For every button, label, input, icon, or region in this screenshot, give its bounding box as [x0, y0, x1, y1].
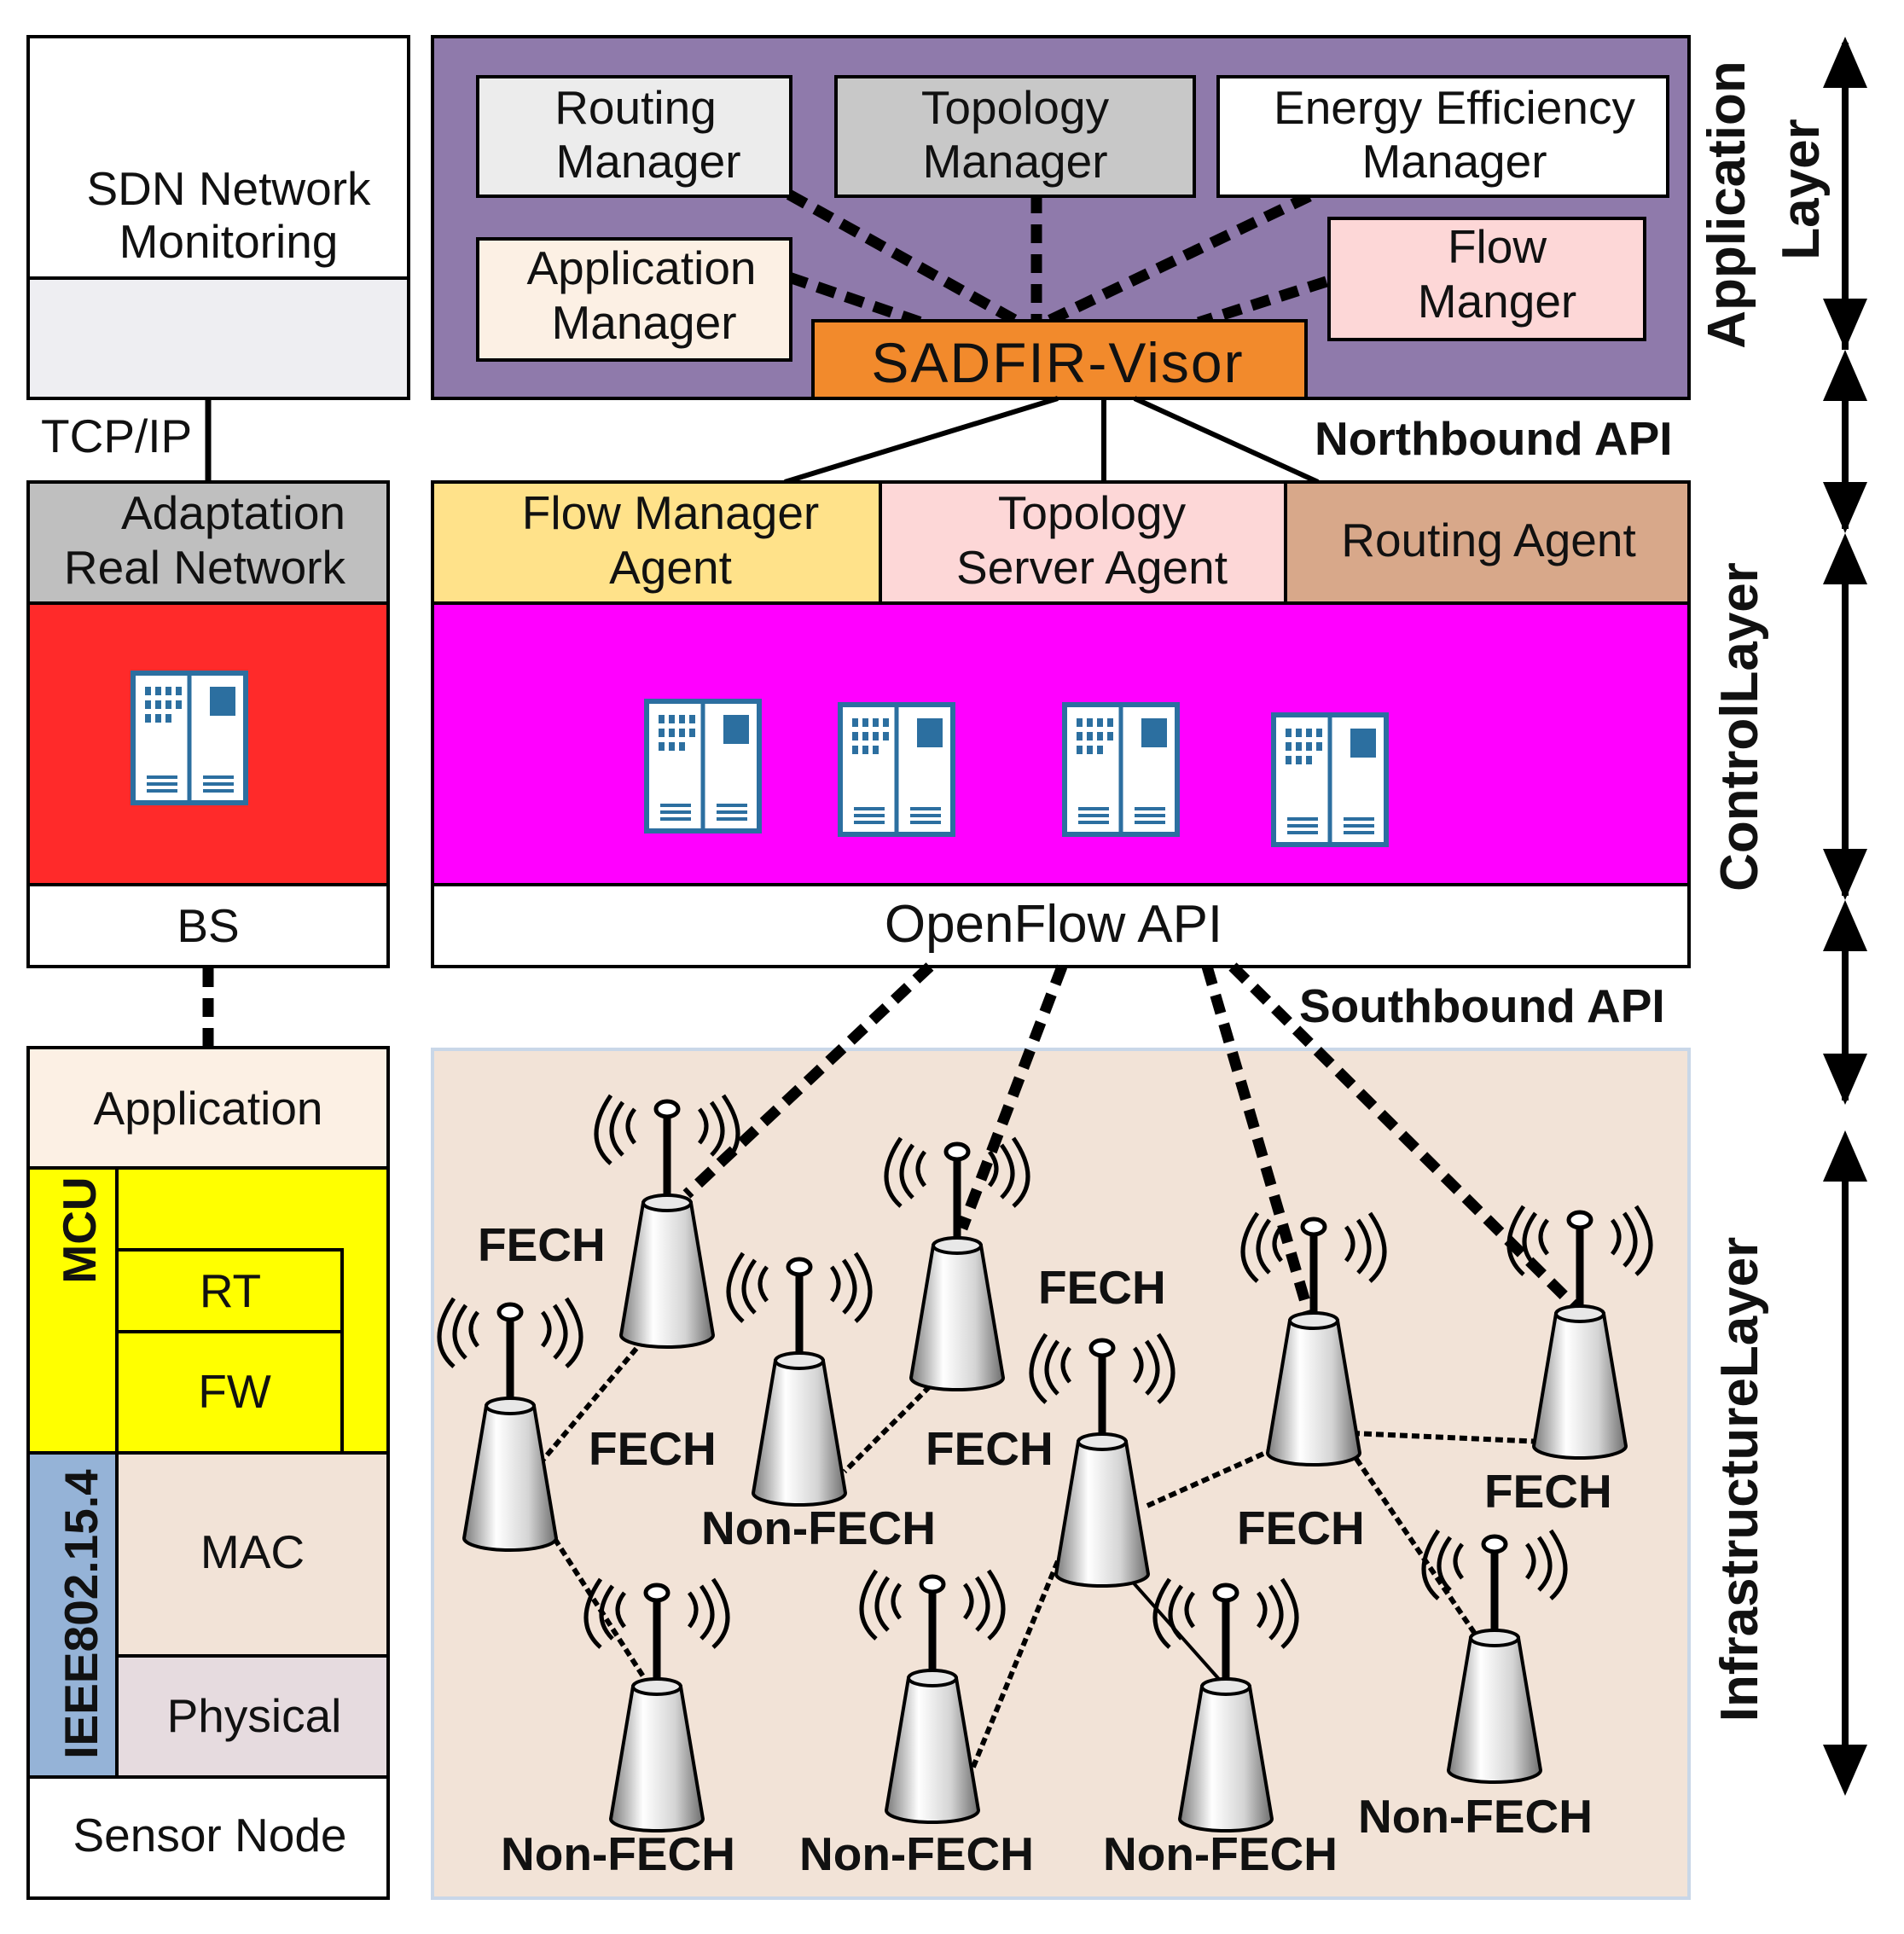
application-layer-label-line1: Application — [1698, 61, 1756, 349]
routing-manager-line1: Routing — [554, 81, 717, 134]
sadfir-visor-label: SADFIR-Visor — [871, 331, 1244, 394]
adaptation-real-network-box: Adaptation Real Network BS — [26, 480, 390, 968]
southbound-link — [682, 962, 934, 1199]
double-arrow-icon — [1823, 350, 1867, 533]
fech-label: FECH — [589, 1422, 717, 1475]
nonfech-label: Non-FECH — [1103, 1827, 1338, 1880]
southbound-link — [956, 964, 1068, 1231]
visor-routing-agent-link — [1133, 396, 1320, 485]
mesh-link — [957, 1559, 1060, 1802]
openflow-api-label: OpenFlow API — [885, 895, 1222, 954]
flow-agent-line2: Agent — [609, 541, 732, 594]
visor-flow-agent-link — [784, 396, 1059, 485]
fech-label: FECH — [1484, 1465, 1612, 1518]
application-layer-box: Routing Manager Topology Manager Energy … — [431, 35, 1691, 400]
controller-server-icon — [1065, 705, 1177, 834]
application-manager-line2: Manager — [551, 296, 736, 349]
ieee-label: IEEE802.15.4 — [55, 1469, 107, 1759]
double-arrow-icon — [1823, 37, 1867, 350]
flow-visor-link — [1197, 276, 1328, 328]
rt-label: RT — [200, 1264, 261, 1317]
sdn-monitoring-box: SDN Network Monitoring — [26, 35, 410, 400]
nonfech-label: Non-FECH — [501, 1827, 735, 1880]
adaptation-line1: Adaptation — [121, 486, 345, 539]
nonfech-label: Non-FECH — [799, 1827, 1034, 1880]
physical-label: Physical — [167, 1689, 342, 1742]
sensor-node-label: Sensor Node — [73, 1809, 346, 1861]
adaptation-line2: Real Network — [64, 541, 346, 594]
northbound-api-label: Northbound API — [1315, 412, 1673, 465]
monitoring-title-line1: SDN Network — [86, 162, 371, 215]
routing-visor-link — [786, 189, 1023, 328]
routing-agent-label: Routing Agent — [1341, 514, 1636, 566]
mesh-link — [1146, 1448, 1273, 1508]
mesh-link — [842, 1375, 941, 1474]
nonfech-label: Non-FECH — [701, 1501, 936, 1554]
application-layer-label-line2: Layer — [1772, 119, 1831, 259]
application-visor-link — [787, 271, 924, 328]
fw-label: FW — [198, 1365, 271, 1418]
infrastructure-layer-label: InfrastructureLayer — [1710, 1237, 1769, 1722]
application-manager-line1: Application — [526, 241, 756, 294]
double-arrow-icon — [1823, 1130, 1867, 1796]
flow-manager-line1: Flow — [1448, 220, 1547, 273]
topology-agent-line1: Topology — [998, 486, 1187, 539]
mac-label: MAC — [200, 1525, 305, 1578]
southbound-link — [1228, 962, 1587, 1318]
flow-agent-line1: Flow Manager — [522, 486, 819, 539]
bs-label: BS — [177, 899, 239, 952]
topology-manager-line1: Topology — [921, 81, 1110, 134]
topology-agent-line2: Server Agent — [956, 541, 1228, 594]
controller-server-icon — [1274, 715, 1386, 845]
sensor-node-stack: Application MCU RT FW IEEE802.15.4 MAC P… — [26, 1046, 390, 1900]
sadfir-visor-box — [811, 319, 1308, 400]
bs-server-icon — [133, 673, 246, 803]
sensor-application-label: Application — [93, 1082, 322, 1135]
fech-label: FECH — [926, 1422, 1054, 1475]
tcp-ip-label: TCP/IP — [41, 409, 192, 462]
mcu-label: MCU — [53, 1176, 106, 1283]
monitoring-title-line2: Monitoring — [119, 215, 339, 268]
controller-server-icon — [647, 701, 759, 831]
mesh-link — [531, 1338, 647, 1473]
control-layer-box: Flow Manager Agent Topology Server Agent… — [431, 480, 1691, 968]
control-layer-label: ControlLayer — [1710, 562, 1769, 891]
fech-label: FECH — [478, 1218, 606, 1271]
flow-manager-line2: Manger — [1418, 275, 1576, 328]
double-arrow-icon — [1823, 900, 1867, 1105]
double-arrow-icon — [1823, 533, 1867, 900]
fech-label: FECH — [1237, 1501, 1365, 1554]
topology-manager-line2: Manager — [922, 135, 1107, 188]
routing-manager-line2: Manager — [555, 135, 740, 188]
mesh-link — [1351, 1431, 1545, 1444]
southbound-link — [1201, 965, 1320, 1333]
nonfech-label: Non-FECH — [1358, 1790, 1593, 1843]
fech-label: FECH — [1038, 1261, 1166, 1314]
energy-visor-link — [1042, 191, 1312, 328]
southbound-api-label: Southbound API — [1299, 979, 1665, 1032]
energy-manager-line2: Manager — [1361, 135, 1547, 188]
energy-manager-line1: Energy Efficiency — [1274, 81, 1635, 134]
controller-server-icon — [840, 705, 953, 834]
